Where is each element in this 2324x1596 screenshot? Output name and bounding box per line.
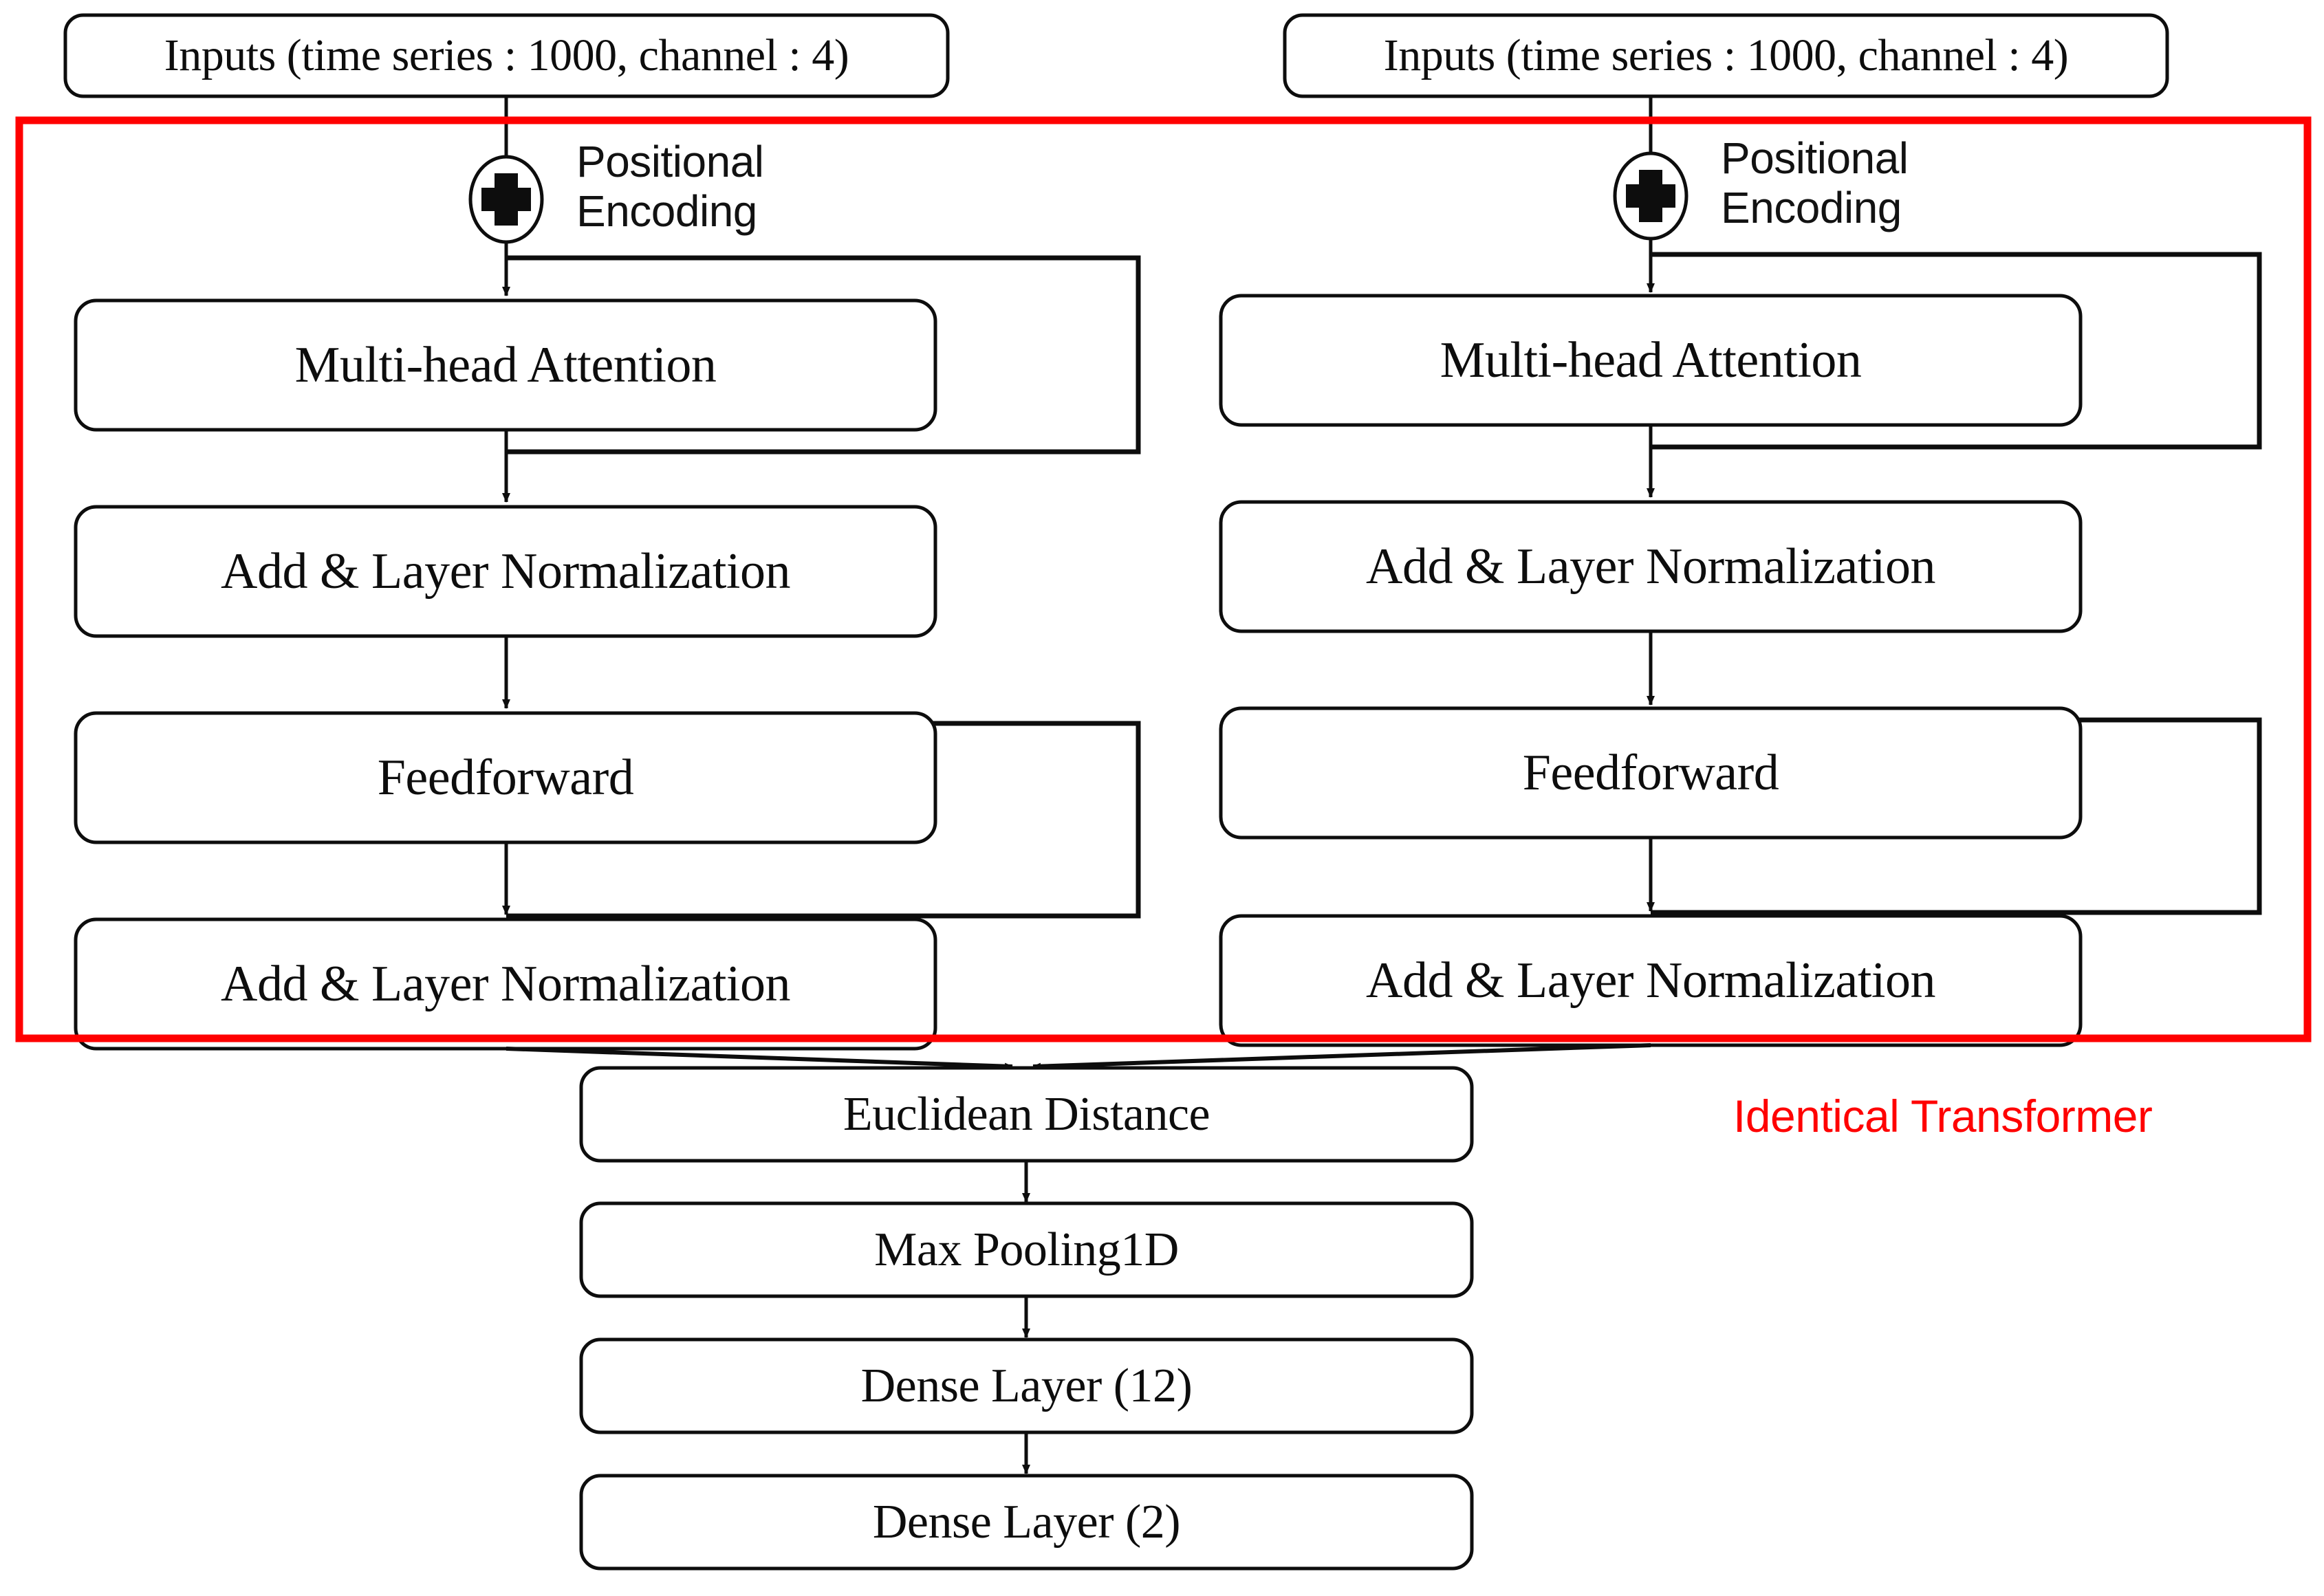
identical-transformer-label: Identical Transformer <box>1733 1091 2153 1141</box>
block-label-add-layer-norm-1-left: Add & Layer Normalization <box>221 543 790 600</box>
positional-encoding-left-label: Positional Encoding <box>576 137 764 236</box>
block-box-add-layer-norm-2-left[interactable] <box>74 917 937 1051</box>
block-label-add-layer-norm-2-left: Add & Layer Normalization <box>221 955 790 1012</box>
merge-edge-left <box>506 1047 1013 1070</box>
block-label-dense-layer-12: Dense Layer (12) <box>860 1359 1193 1412</box>
block-box-dense-layer-2[interactable] <box>579 1474 1474 1571</box>
input-box-right[interactable] <box>1283 13 2169 98</box>
merge-edge-right <box>1032 1043 1651 1070</box>
block-label-euclidean-distance: Euclidean Distance <box>843 1087 1210 1141</box>
input-box-left-label: Inputs (time series : 1000, channel : 4) <box>164 30 849 80</box>
positional-encoding-right-label: Positional Encoding <box>1721 133 1909 232</box>
block-label-feedforward-right: Feedforward <box>1522 744 1779 801</box>
block-label-add-layer-norm-1-right: Add & Layer Normalization <box>1366 538 1935 595</box>
block-label-dense-layer-2: Dense Layer (2) <box>872 1495 1181 1549</box>
identical-transformer-group-box <box>15 116 2312 1042</box>
input-box-right-label: Inputs (time series : 1000, channel : 4) <box>1383 30 2069 80</box>
positional-encoding-node-left[interactable] <box>468 155 544 244</box>
block-label-add-layer-norm-2-right: Add & Layer Normalization <box>1366 952 1935 1009</box>
block-label-multi-head-attention-left: Multi-head Attention <box>294 336 717 393</box>
block-label-feedforward-left: Feedforward <box>377 749 634 806</box>
positional-encoding-node-right[interactable] <box>1613 151 1688 241</box>
block-label-multi-head-attention-right: Multi-head Attention <box>1440 331 1862 389</box>
block-label-max-pooling-1d: Max Pooling1D <box>874 1223 1179 1276</box>
